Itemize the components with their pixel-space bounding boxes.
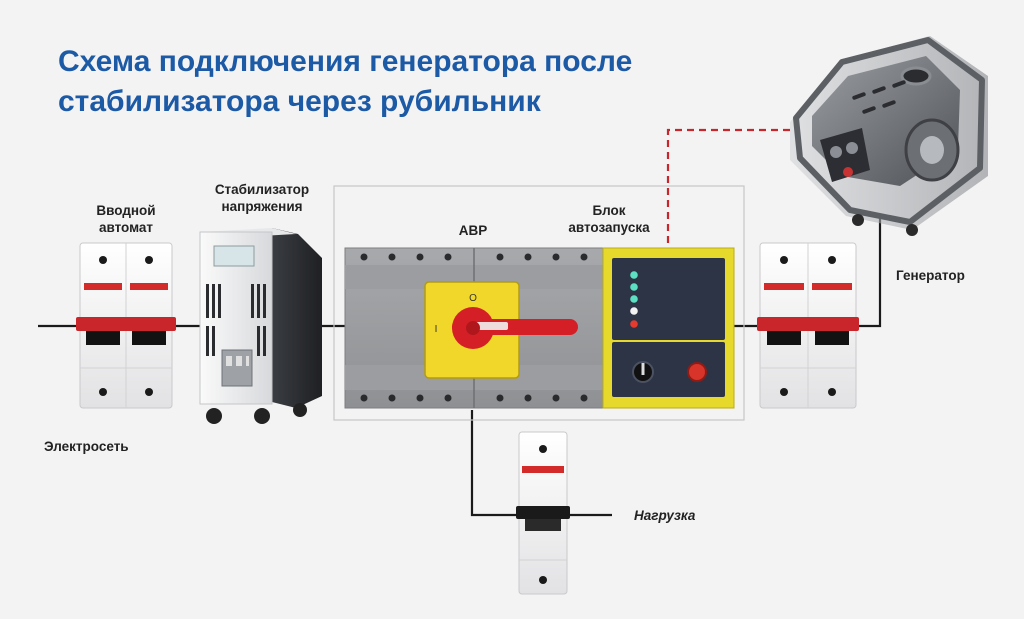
wire-ats-to-load-breaker <box>470 410 519 517</box>
label-stabilizer: Стабилизатор напряжения <box>198 181 326 215</box>
label-ats: АВР <box>458 223 488 238</box>
wires <box>38 218 882 517</box>
ats-switch-icon <box>344 247 604 409</box>
breaker-icon <box>516 431 570 595</box>
label-autostart-unit: Блок автозапуска <box>556 202 662 236</box>
ats-off-mark: I <box>435 324 438 335</box>
label-input-breaker: Вводной автомат <box>86 202 166 236</box>
wire-generator-breaker-to-generator <box>856 218 882 328</box>
title-line-1: Схема подключения генератора после <box>58 45 633 78</box>
title-line-2: стабилизатора через рубильник <box>58 85 541 118</box>
ats-frame <box>333 185 745 421</box>
signal-line-autostart-generator <box>666 128 792 243</box>
label-input-breaker-line1: Вводной <box>96 203 156 218</box>
generator-icon <box>790 36 988 236</box>
label-load: Нагрузка <box>634 508 696 523</box>
autostart-panel-icon <box>602 247 735 409</box>
breaker-icon <box>76 242 176 409</box>
label-stabilizer-line2: напряжения <box>221 199 303 214</box>
stabilizer-icon <box>199 228 322 424</box>
label-stabilizer-line1: Стабилизатор <box>214 182 310 197</box>
ats-on-mark: O <box>469 293 477 304</box>
label-input-breaker-line2: автомат <box>98 220 154 235</box>
label-generator: Генератор <box>896 268 965 283</box>
breaker-icon <box>757 242 859 409</box>
label-autostart-line2: автозапуска <box>568 220 650 235</box>
label-mains: Электросеть <box>44 439 129 454</box>
label-autostart-line1: Блок <box>592 203 626 218</box>
diagram-title: Схема подключения генератора после стаби… <box>58 42 632 122</box>
